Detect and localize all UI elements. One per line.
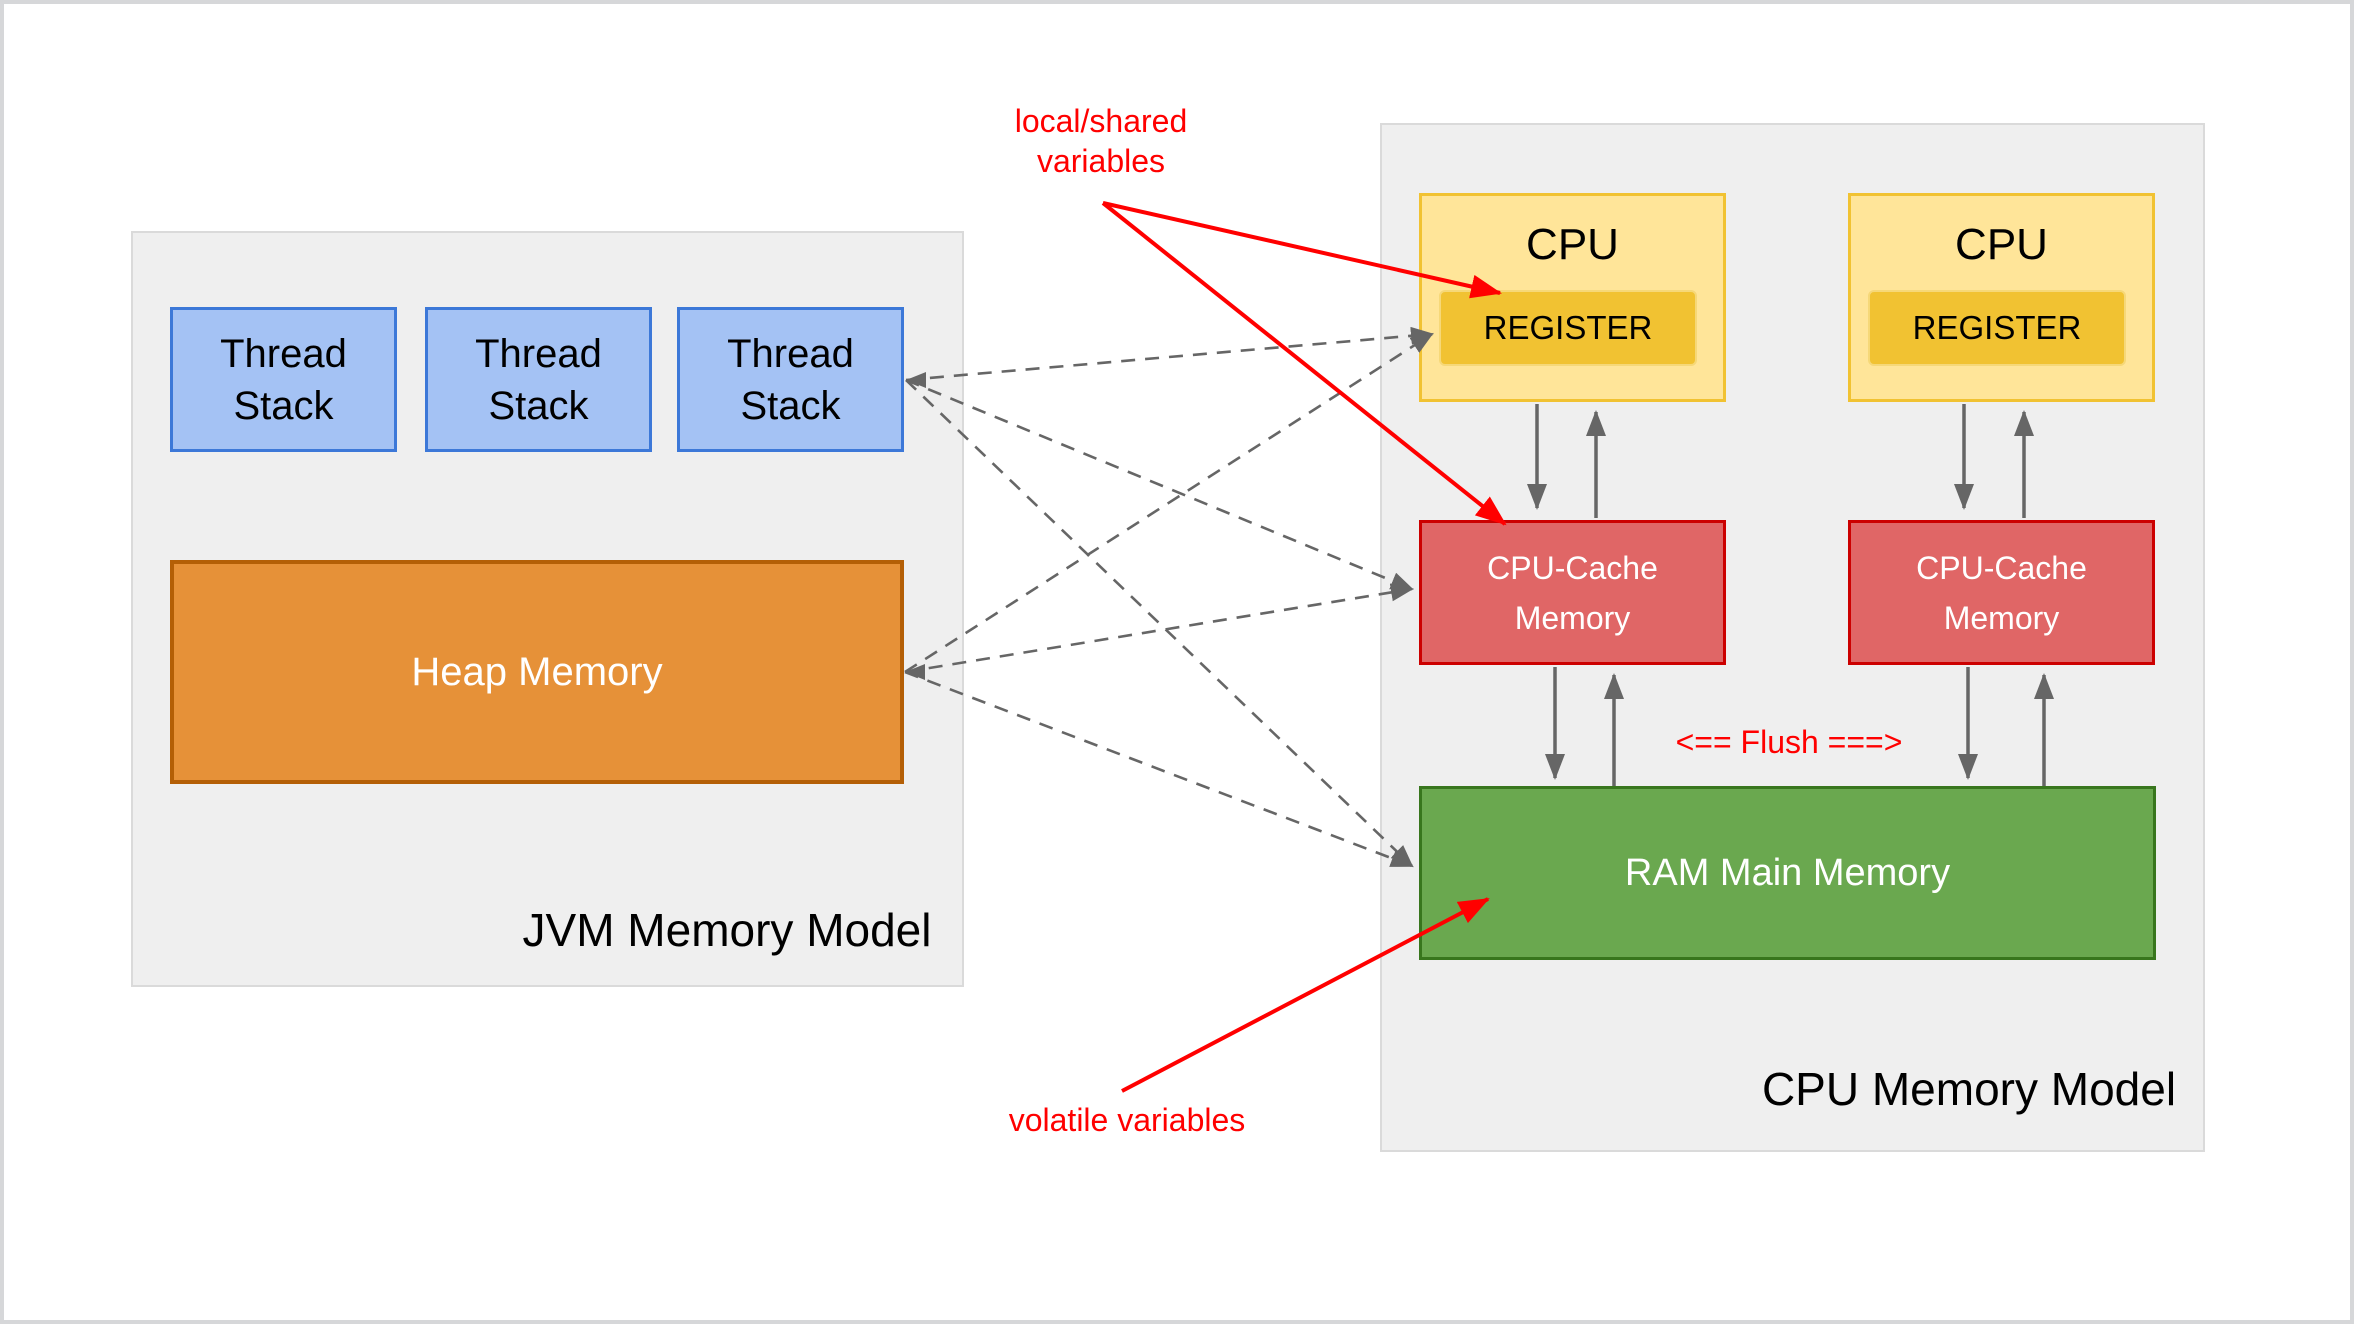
ram-main-memory-box: RAM Main Memory: [1419, 786, 2156, 960]
cpu-cache-box-1: CPU-Cache Memory: [1419, 520, 1726, 665]
jvm-model-title: JVM Memory Model: [522, 904, 932, 956]
register-label: REGISTER: [1912, 309, 2082, 346]
thread-stack-label-line2: Stack: [233, 383, 334, 428]
annotation-local-shared-line2: variables: [1036, 143, 1166, 179]
heap-memory-label: Heap Memory: [411, 649, 663, 694]
ram-main-memory-label: RAM Main Memory: [1624, 851, 1951, 894]
cpu-label: CPU: [1955, 220, 2048, 269]
thread-stack-label-line2: Stack: [488, 383, 589, 428]
thread-stack-label-line1: Thread: [220, 331, 347, 376]
cpu-cache-label-line1: CPU-Cache: [1916, 549, 2087, 586]
dashed-thread-to-cache: [905, 378, 1414, 591]
register-label: REGISTER: [1483, 309, 1653, 346]
thread-stack-box-3: Thread Stack: [677, 307, 904, 452]
flush-label: <== Flush ===>: [1675, 724, 1903, 760]
cpu-cache-label-line2: Memory: [1514, 599, 1631, 636]
thread-stack-label-line1: Thread: [727, 331, 854, 376]
thread-stack-label-line1: Thread: [475, 331, 602, 376]
dashed-thread-to-register: [905, 326, 1434, 382]
thread-stack-label-line2: Stack: [740, 383, 841, 428]
cpu-model-title: CPU Memory Model: [1761, 1063, 2177, 1115]
annotation-volatile-variables: volatile variables: [1008, 1102, 1246, 1138]
cpu-cache-label-line2: Memory: [1943, 599, 2060, 636]
annotation-local-shared-line1: local/shared: [1014, 103, 1188, 139]
heap-memory-box: Heap Memory: [170, 560, 904, 784]
cpu-label: CPU: [1526, 220, 1619, 269]
annotation-local-shared-variables: local/shared variables: [1015, 101, 1188, 181]
dashed-heap-to-register: [904, 332, 1434, 674]
dashed-heap-to-ram: [904, 670, 1414, 868]
register-box-1: REGISTER: [1439, 290, 1697, 366]
cpu-cache-box-2: CPU-Cache Memory: [1848, 520, 2155, 665]
dashed-thread-to-ram: [905, 379, 1414, 868]
dashed-heap-to-cache: [904, 583, 1414, 674]
thread-stack-box-1: Thread Stack: [170, 307, 397, 452]
thread-stack-box-2: Thread Stack: [425, 307, 652, 452]
register-box-2: REGISTER: [1868, 290, 2126, 366]
dashed-connectors: [904, 326, 1434, 868]
cpu-cache-label-line1: CPU-Cache: [1487, 549, 1658, 586]
